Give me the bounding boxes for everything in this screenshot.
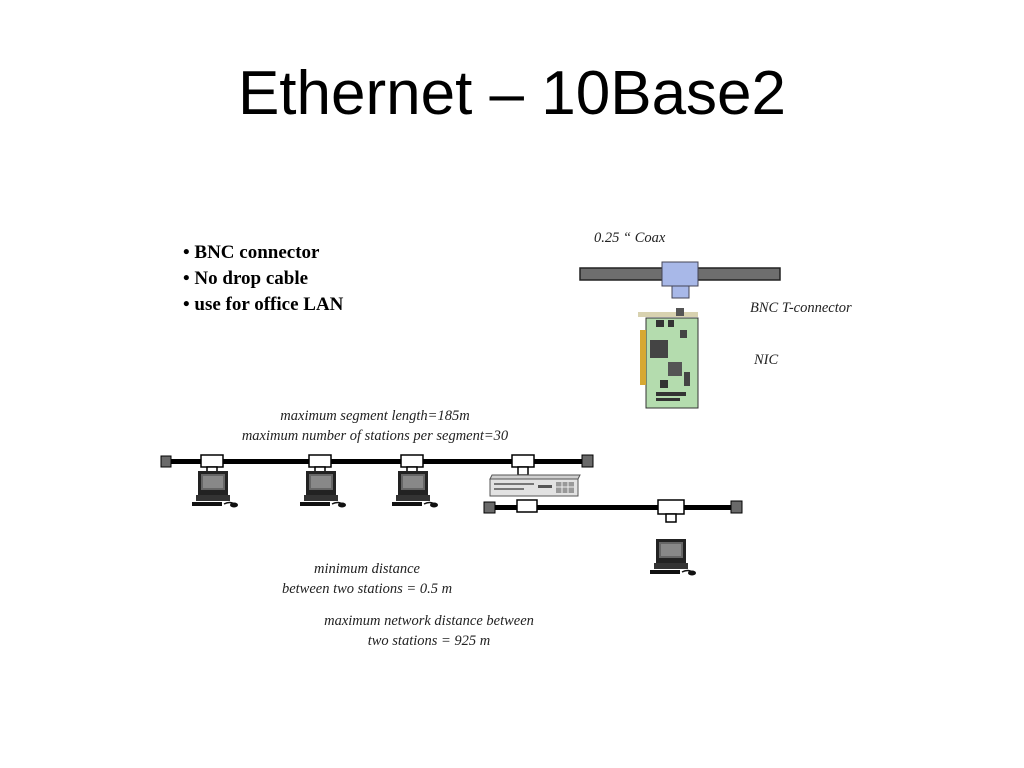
t-connector bbox=[657, 499, 685, 523]
bullet-office-lan: use for office LAN bbox=[183, 292, 343, 318]
max-network-distance-line1: maximum network distance between bbox=[324, 613, 534, 629]
bullet-bnc-connector: BNC connector bbox=[183, 240, 343, 266]
workstation-icon bbox=[649, 538, 697, 577]
bnc-t-connector-illustration bbox=[661, 261, 699, 299]
max-network-distance-line2: two stations = 925 m bbox=[367, 633, 491, 649]
coax-label: 0.25 “ Coax bbox=[594, 230, 666, 246]
bullet-list: BNC connector No drop cable use for offi… bbox=[183, 240, 343, 318]
min-distance-label-line2: between two stations = 0.5 m bbox=[281, 581, 453, 597]
t-connector bbox=[511, 454, 535, 476]
min-distance-label-line1: minimum distance bbox=[314, 561, 420, 577]
slide-title: Ethernet – 10Base2 bbox=[237, 59, 787, 128]
nic-card-illustration bbox=[638, 308, 699, 409]
repeater-icon bbox=[489, 474, 581, 497]
workstation-icon bbox=[299, 470, 347, 509]
segment-2-cable bbox=[483, 500, 743, 514]
bullet-no-drop-cable: No drop cable bbox=[183, 266, 343, 292]
max-stations-label: maximum number of stations per segment=3… bbox=[241, 428, 509, 444]
max-segment-length-label: maximum segment length=185m bbox=[280, 408, 470, 424]
t-connector-label: BNC T-connector bbox=[750, 300, 852, 316]
workstation-icon bbox=[191, 470, 239, 509]
workstation-icon bbox=[391, 470, 439, 509]
segment-1-cable bbox=[160, 454, 594, 468]
t-connector bbox=[516, 499, 538, 513]
nic-label: NIC bbox=[754, 352, 779, 368]
